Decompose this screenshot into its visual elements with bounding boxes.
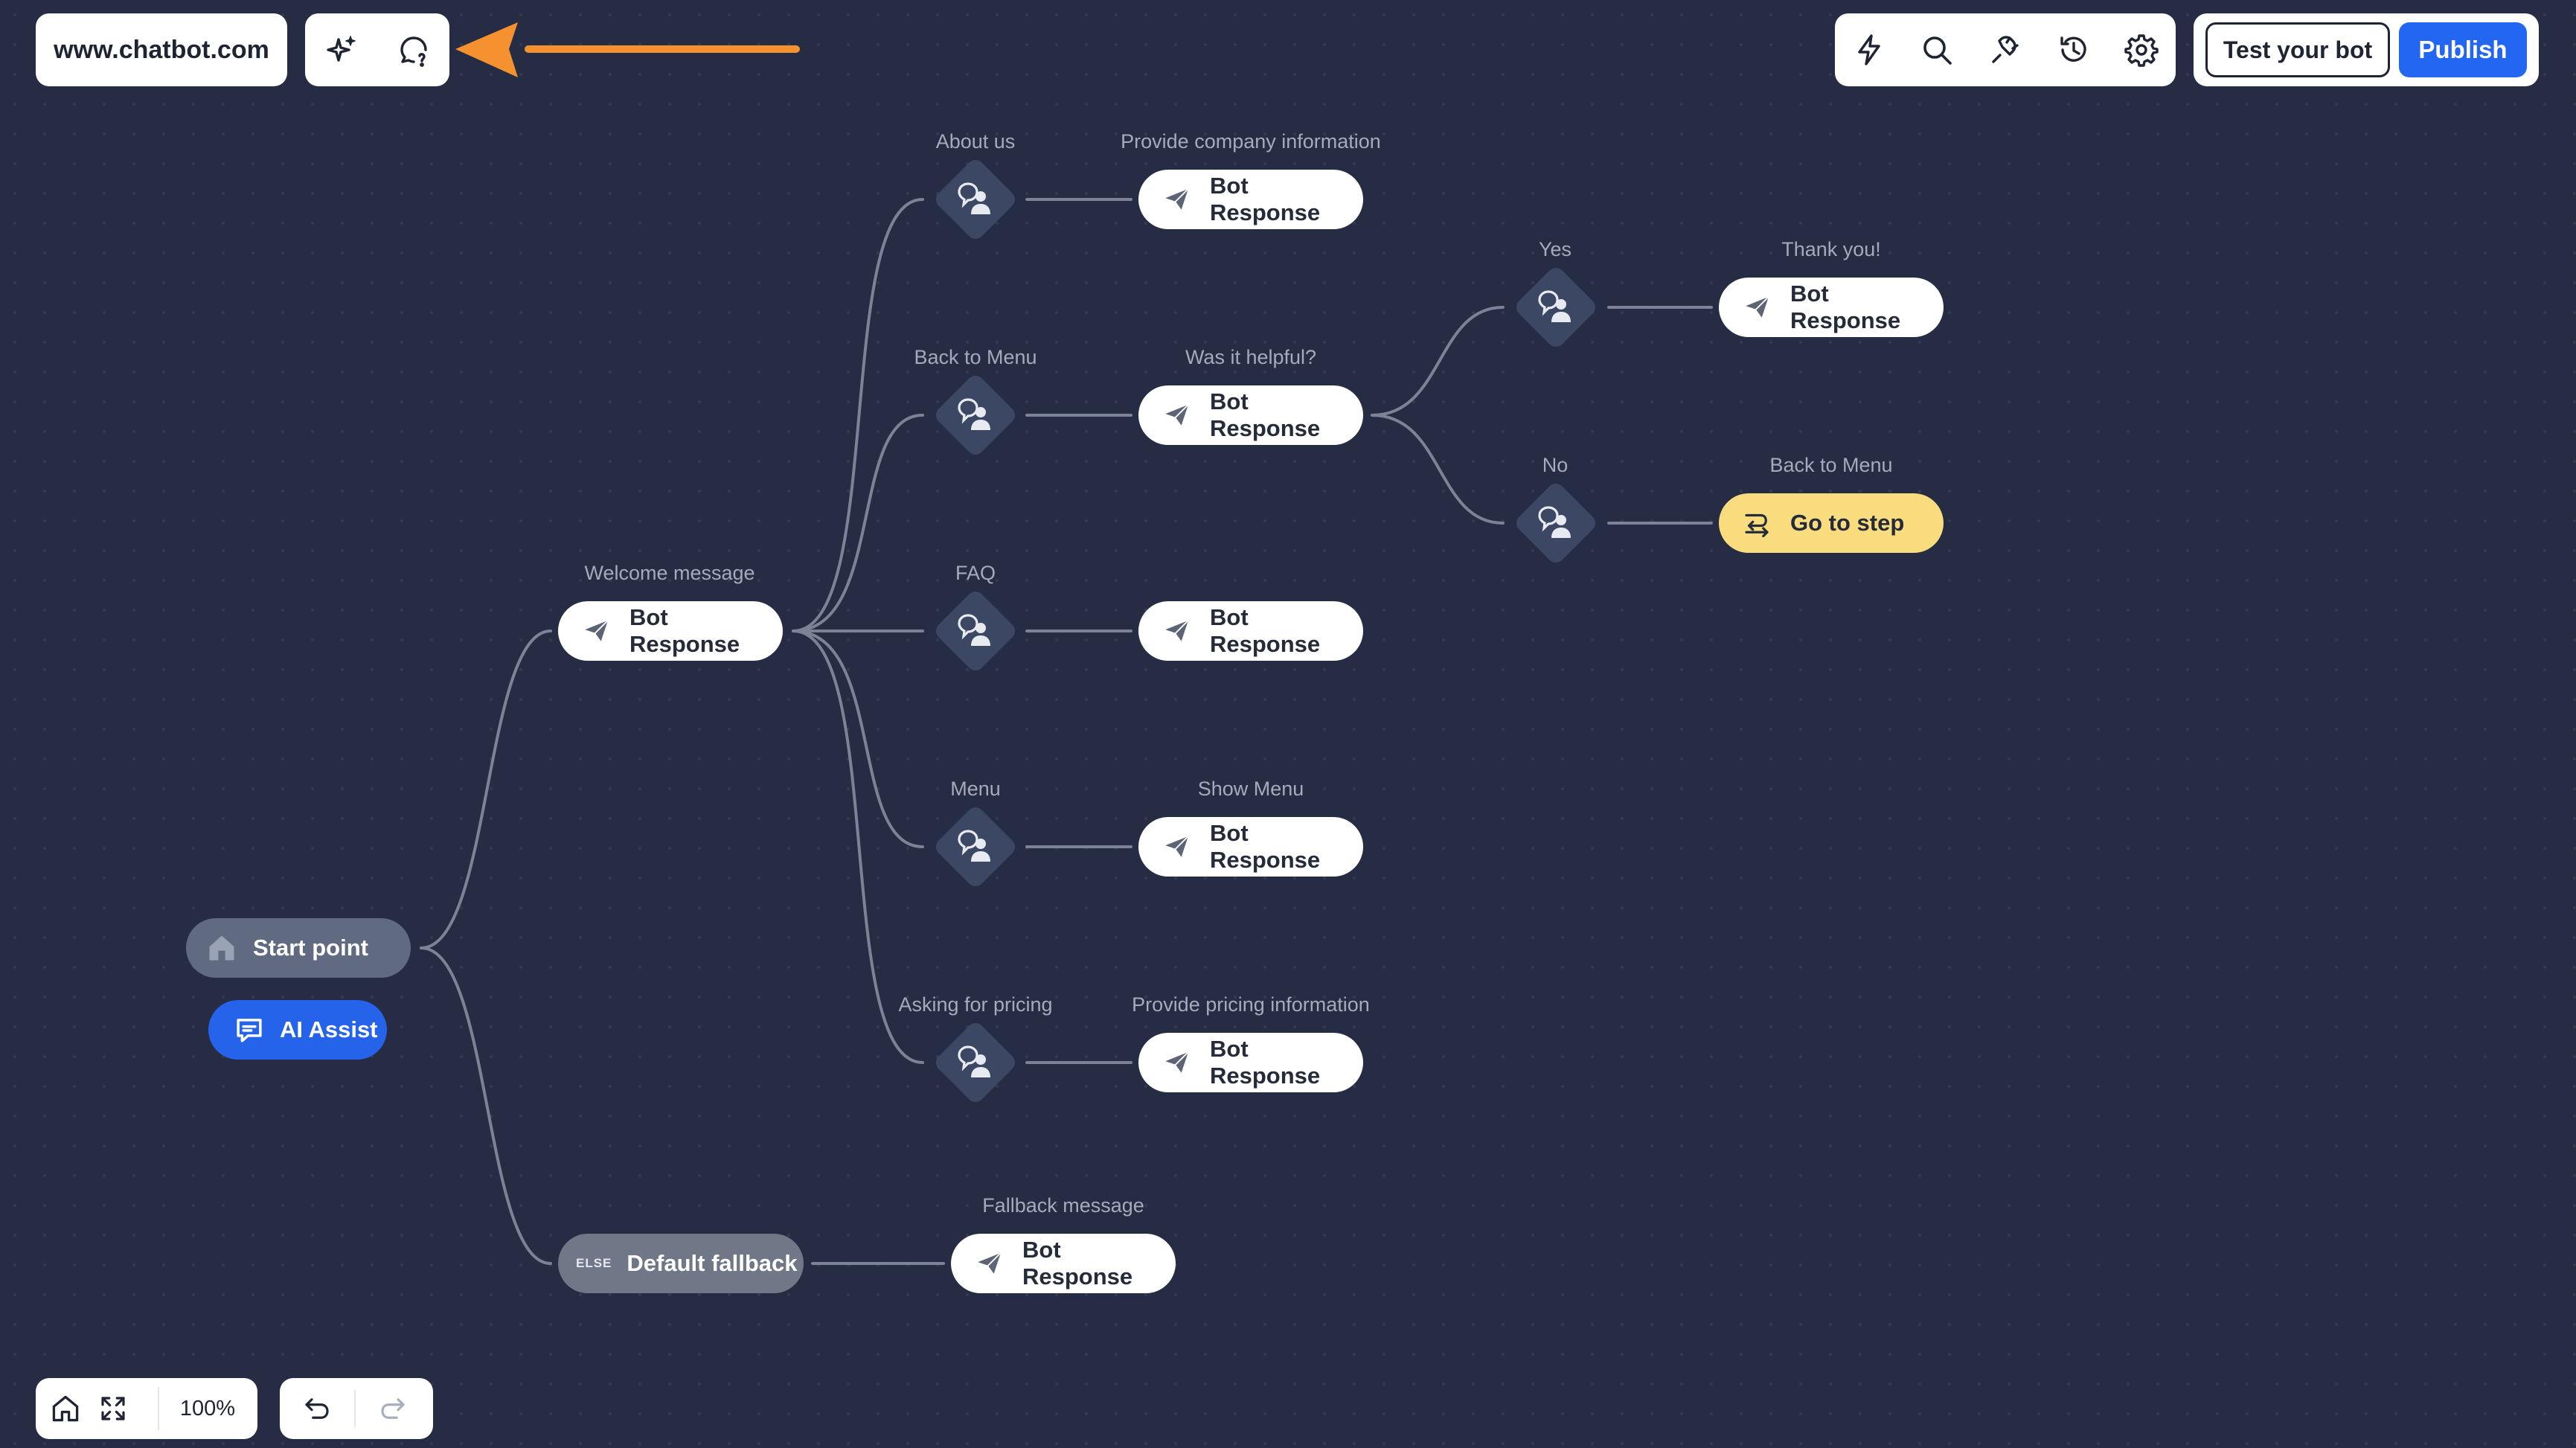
view-controls: 100% xyxy=(36,1378,257,1439)
send-icon xyxy=(975,1251,1003,1276)
undo-icon[interactable] xyxy=(280,1381,354,1436)
pricing-bot-response-label: Bot Response xyxy=(1210,1036,1321,1089)
yes-label: Yes xyxy=(1538,238,1572,260)
left-toolbar xyxy=(305,13,449,86)
plug-icon[interactable] xyxy=(1978,22,2033,77)
fallback-bot-response-label: Bot Response xyxy=(1022,1237,1133,1290)
default-fallback-node[interactable]: ELSE Default fallback xyxy=(558,1234,804,1293)
user-intent-icon xyxy=(1538,290,1571,322)
fit-screen-icon[interactable] xyxy=(91,1381,135,1436)
home-view-icon[interactable] xyxy=(40,1381,91,1436)
no-label: No xyxy=(1542,454,1569,476)
home-icon xyxy=(209,935,234,961)
faq-bot-response[interactable]: Bot Response xyxy=(1138,601,1363,661)
user-intent-icon xyxy=(958,830,990,862)
history-icon[interactable] xyxy=(2046,22,2101,77)
else-badge: ELSE xyxy=(576,1256,612,1270)
ai-assist-label: AI Assist xyxy=(280,1016,378,1042)
fallback-bot-response[interactable]: Bot Response xyxy=(951,1234,1176,1293)
arrow-left-icon xyxy=(455,22,800,77)
yes-response-label: Thank you! xyxy=(1781,238,1881,260)
send-icon xyxy=(1162,834,1191,859)
go-to-step-node[interactable]: Go to step xyxy=(1719,493,1944,553)
chat-question-icon[interactable] xyxy=(386,22,441,77)
about-bot-response-label: Bot Response xyxy=(1210,173,1321,225)
intent-faq-label: FAQ xyxy=(955,562,996,584)
about-response-label: Provide company information xyxy=(1121,130,1381,153)
fallback-response-label: Fallback message xyxy=(982,1194,1144,1217)
intent-about-label: About us xyxy=(935,130,1016,153)
test-bot-button[interactable]: Test your bot xyxy=(2205,22,2390,77)
helpful-bot-response[interactable]: Bot Response xyxy=(1138,385,1363,445)
user-intent-icon xyxy=(958,1045,990,1077)
send-icon xyxy=(582,618,610,644)
send-icon xyxy=(1162,618,1191,644)
zoom-level[interactable]: 100% xyxy=(158,1387,256,1430)
user-intent-icon xyxy=(958,182,990,214)
go-to-step-icon xyxy=(1745,513,1769,538)
send-icon xyxy=(1162,403,1191,428)
helpful-bot-response-label: Bot Response xyxy=(1210,388,1321,441)
user-intent-icon xyxy=(958,398,990,430)
start-point-node[interactable]: Start point xyxy=(186,918,411,978)
lightning-icon[interactable] xyxy=(1842,22,1897,77)
right-toolbar xyxy=(1835,13,2176,86)
ai-assist-button[interactable]: AI Assist xyxy=(208,1000,387,1060)
about-bot-response[interactable]: Bot Response xyxy=(1138,170,1363,229)
welcome-bot-response-label: Bot Response xyxy=(629,604,740,657)
yes-bot-response-label: Bot Response xyxy=(1790,281,1901,333)
default-fallback-label: Default fallback xyxy=(627,1250,798,1276)
user-intent-icon xyxy=(1538,506,1571,538)
send-icon xyxy=(1162,187,1191,212)
welcome-bot-response[interactable]: Bot Response xyxy=(558,601,783,661)
user-intent-icon xyxy=(958,614,990,646)
pricing-bot-response[interactable]: Bot Response xyxy=(1138,1033,1363,1092)
start-point-label: Start point xyxy=(253,935,368,961)
menu-response-label: Show Menu xyxy=(1197,778,1304,800)
intent-back-menu-label: Back to Menu xyxy=(914,346,1037,368)
redo-icon[interactable] xyxy=(356,1381,430,1436)
yes-bot-response[interactable]: Bot Response xyxy=(1719,278,1944,337)
search-icon[interactable] xyxy=(1909,22,1964,77)
chat-bubble-icon xyxy=(237,1019,262,1042)
menu-bot-response[interactable]: Bot Response xyxy=(1138,817,1363,877)
menu-bot-response-label: Bot Response xyxy=(1210,820,1321,873)
sparkles-icon[interactable] xyxy=(314,22,369,77)
site-title[interactable]: www.chatbot.com xyxy=(36,13,287,86)
intent-menu-label: Menu xyxy=(950,778,1001,800)
send-icon xyxy=(1743,295,1771,320)
divider xyxy=(354,1390,356,1427)
welcome-label: Welcome message xyxy=(584,562,755,584)
no-response-label: Back to Menu xyxy=(1769,454,1893,476)
publish-button[interactable]: Publish xyxy=(2399,22,2527,77)
go-to-step-label: Go to step xyxy=(1790,510,1905,536)
back-menu-response-label: Was it helpful? xyxy=(1185,346,1317,368)
send-icon xyxy=(1162,1050,1191,1075)
pricing-response-label: Provide pricing information xyxy=(1132,993,1370,1016)
history-controls xyxy=(280,1378,433,1439)
gear-icon[interactable] xyxy=(2114,22,2169,77)
faq-bot-response-label: Bot Response xyxy=(1210,604,1321,657)
intent-pricing-label: Asking for pricing xyxy=(898,993,1053,1016)
